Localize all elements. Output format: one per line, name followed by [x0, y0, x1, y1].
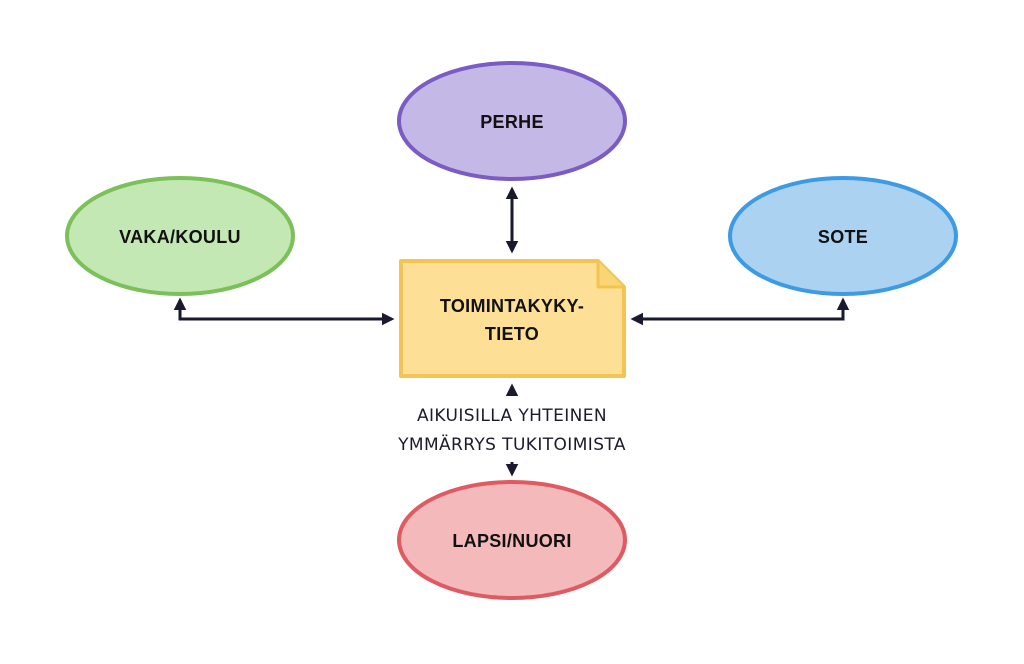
- node-vaka-koulu: VAKA/KOULU: [65, 176, 295, 296]
- node-perhe-label: PERHE: [480, 112, 544, 132]
- node-lapsi-nuori-label: LAPSI/NUORI: [452, 531, 571, 551]
- document-fold-corner: [596, 261, 624, 289]
- node-toimintakykytieto-shape: [399, 259, 626, 378]
- node-sote: SOTE: [728, 176, 958, 296]
- node-toimintakykytieto: TOIMINTAKYKY- TIETO: [399, 259, 626, 378]
- node-perhe-shape: [397, 61, 627, 181]
- caption: AIKUISILLA YHTEINEN YMMÄRRYS TUKITOIMIST…: [397, 406, 626, 455]
- node-lapsi-nuori: LAPSI/NUORI: [397, 480, 627, 600]
- arrow-vaka-koulu-toimintakyky: [173, 297, 395, 326]
- node-lapsi-nuori-shape: [397, 480, 627, 600]
- node-sote-label: SOTE: [818, 227, 868, 247]
- node-toimintakykytieto-label-line1: TOIMINTAKYKY-: [440, 296, 584, 316]
- arrow-sote-toimintakyky: [630, 297, 850, 326]
- node-toimintakykytieto-label-line2: TIETO: [485, 324, 539, 344]
- node-perhe: PERHE: [397, 61, 627, 181]
- node-vaka-koulu-label: VAKA/KOULU: [119, 227, 241, 247]
- caption-line-2: YMMÄRRYS TUKITOIMISTA: [397, 434, 626, 455]
- caption-line-1: AIKUISILLA YHTEINEN: [417, 406, 607, 426]
- node-sote-shape: [728, 176, 958, 296]
- node-vaka-koulu-shape: [65, 176, 295, 296]
